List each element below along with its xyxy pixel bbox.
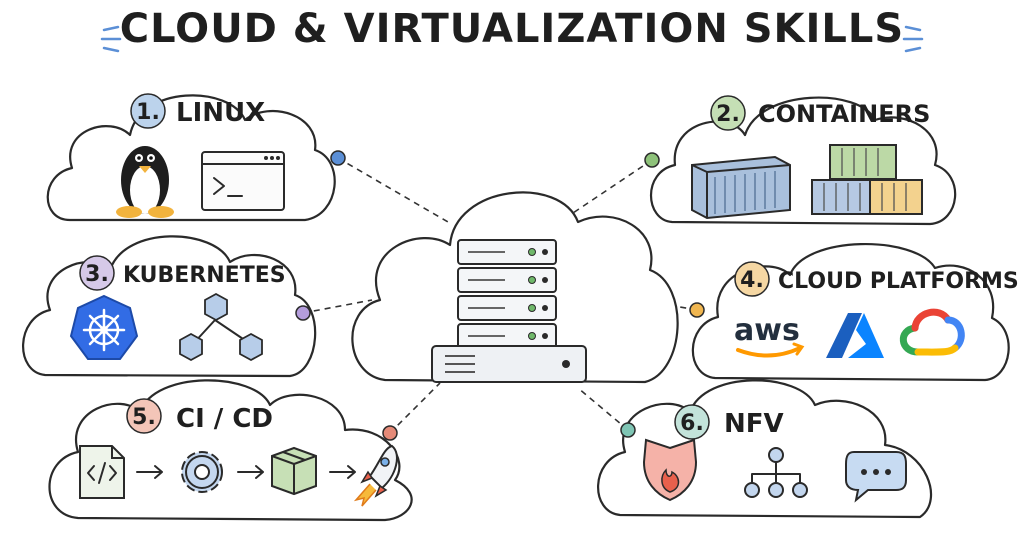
terminal-window-icon bbox=[201, 151, 285, 211]
svg-text:aws: aws bbox=[734, 313, 800, 348]
skill-label: CI / CD bbox=[176, 404, 273, 434]
number-badge bbox=[79, 255, 115, 291]
aws-logo: aws bbox=[734, 313, 805, 358]
tux-penguin-icon bbox=[116, 146, 174, 218]
skill-cicd-heading: 5. CI / CD bbox=[126, 398, 273, 434]
skill-label: CLOUD PLATFORMS bbox=[778, 269, 1019, 294]
number-badge bbox=[130, 93, 166, 129]
title-left-accent bbox=[100, 25, 122, 53]
connector-dot-cloud-platforms bbox=[689, 302, 705, 318]
connector-nfv bbox=[577, 387, 629, 431]
skill-label: NFV bbox=[724, 409, 784, 439]
connector-dot-nfv bbox=[620, 422, 636, 438]
skill-number: 5. bbox=[132, 405, 156, 430]
connector-dot-cicd bbox=[382, 425, 398, 441]
connector-kubernetes bbox=[302, 299, 373, 314]
connector-dot-containers bbox=[644, 152, 660, 168]
title-right-accent bbox=[902, 25, 924, 53]
number-badge bbox=[734, 261, 770, 297]
skill-nfv-heading: 6. NFV bbox=[674, 404, 784, 440]
skill-number: 3. bbox=[85, 262, 109, 287]
rocket-icon bbox=[353, 444, 398, 507]
chat-bubble-icon bbox=[845, 451, 907, 503]
skill-containers-heading: 2. CONTAINERS bbox=[710, 95, 930, 131]
stacked-containers-icon bbox=[811, 144, 923, 215]
connector-cicd bbox=[389, 382, 441, 434]
skill-linux-heading: 1. LINUX bbox=[130, 93, 265, 129]
gear-icon bbox=[181, 451, 223, 493]
package-box-icon bbox=[271, 446, 317, 496]
firewall-shield-icon bbox=[642, 438, 698, 502]
skill-label: CONTAINERS bbox=[758, 100, 930, 128]
connector-dot-linux bbox=[330, 150, 346, 166]
number-badge bbox=[126, 398, 162, 434]
kubernetes-helm-icon bbox=[69, 294, 139, 360]
network-tree-icon bbox=[744, 447, 808, 498]
skill-label: LINUX bbox=[176, 98, 265, 128]
azure-logo bbox=[826, 313, 884, 358]
number-badge bbox=[710, 95, 746, 131]
code-file-icon bbox=[79, 445, 125, 499]
number-badge bbox=[674, 404, 710, 440]
skill-number: 1. bbox=[136, 100, 160, 125]
skill-number: 6. bbox=[680, 411, 704, 436]
skill-cloud-platforms-heading: 4. CLOUD PLATFORMS bbox=[734, 261, 1019, 297]
connector-dot-kubernetes bbox=[295, 305, 311, 321]
cloud-kubernetes bbox=[22, 235, 317, 378]
arrow-icon bbox=[136, 465, 356, 479]
google-cloud-logo bbox=[899, 308, 965, 356]
skill-number: 2. bbox=[716, 102, 740, 127]
page-title: CLOUD & VIRTUALIZATION SKILLS bbox=[119, 6, 905, 52]
cube-network-icon bbox=[179, 292, 263, 362]
shipping-container-icon bbox=[691, 155, 791, 220]
skill-number: 4. bbox=[740, 268, 764, 293]
connector-linux bbox=[337, 157, 449, 223]
connector-containers bbox=[569, 159, 653, 216]
skill-label: KUBERNETES bbox=[123, 263, 286, 288]
cloud-cloud-platforms bbox=[691, 243, 1010, 382]
server-stack-icon bbox=[431, 239, 587, 383]
skill-kubernetes-heading: 3. KUBERNETES bbox=[79, 255, 286, 291]
